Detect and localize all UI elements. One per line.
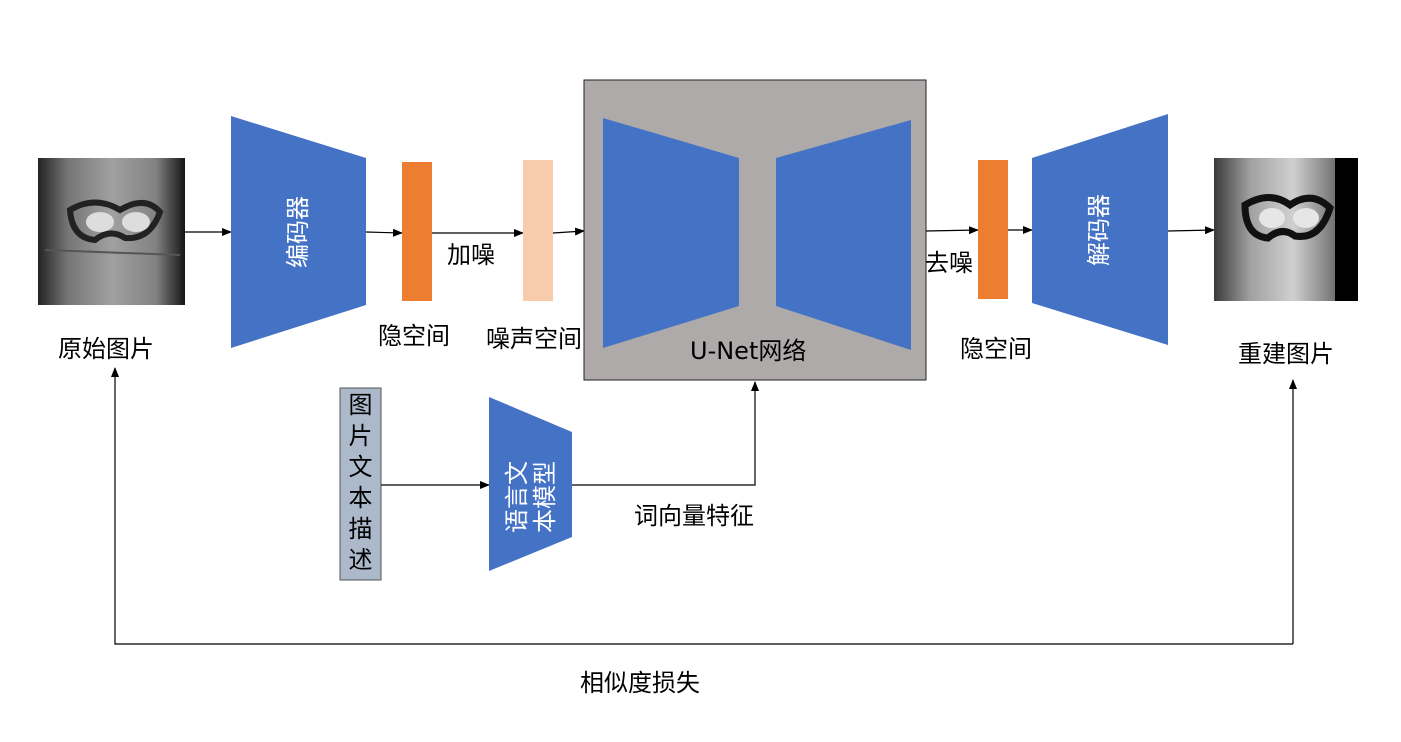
output-image [1214,158,1358,301]
input-image-label: 原始图片 [58,335,154,363]
arrow-encoder-latent [365,228,403,237]
arrow-model-unet [572,381,759,486]
unet-encoder-shape [603,118,739,348]
language-model-line2: 本模型 [531,461,559,533]
arrow-decoder-output [1167,226,1215,235]
decoder-shape [1032,114,1168,345]
text-desc-char: 本 [348,484,373,512]
encoder-label: 编码器 [284,196,312,268]
similarity-loss-label: 相似度损失 [580,669,700,697]
add-noise-label: 加噪 [447,241,495,269]
text-desc-char: 片 [348,422,373,450]
output-image-label: 重建图片 [1238,340,1334,368]
text-desc-char: 文 [348,453,373,481]
unet-label: U-Net网络 [690,337,807,365]
latent-space-left [402,162,432,301]
language-model-shape [489,397,572,571]
latent-space-right [978,160,1008,299]
latent-space-left-label: 隐空间 [378,322,450,350]
text-description-label: 图 片 文 本 描 述 [340,390,381,576]
arrow-loss-input [111,367,1293,645]
text-desc-char: 述 [348,546,373,574]
noise-space-label: 噪声空间 [486,325,582,353]
arrow-noise-unet [552,227,585,236]
text-description-box [339,387,382,581]
language-model-line1: 语言文 [503,461,531,533]
text-desc-char: 图 [348,391,373,419]
input-image [38,158,185,305]
text-desc-char: 描 [348,515,373,543]
language-model-label: 语言文 本模型 [503,445,561,549]
encoder-shape [231,116,366,348]
denoise-label: 去噪 [925,249,973,277]
decoder-label: 解码器 [1085,194,1113,266]
noise-space [523,160,553,301]
word-vector-label: 词向量特征 [634,502,754,530]
unet-decoder-shape [776,120,911,350]
latent-space-right-label: 隐空间 [960,335,1032,363]
arrow-unet-latent [925,226,979,235]
